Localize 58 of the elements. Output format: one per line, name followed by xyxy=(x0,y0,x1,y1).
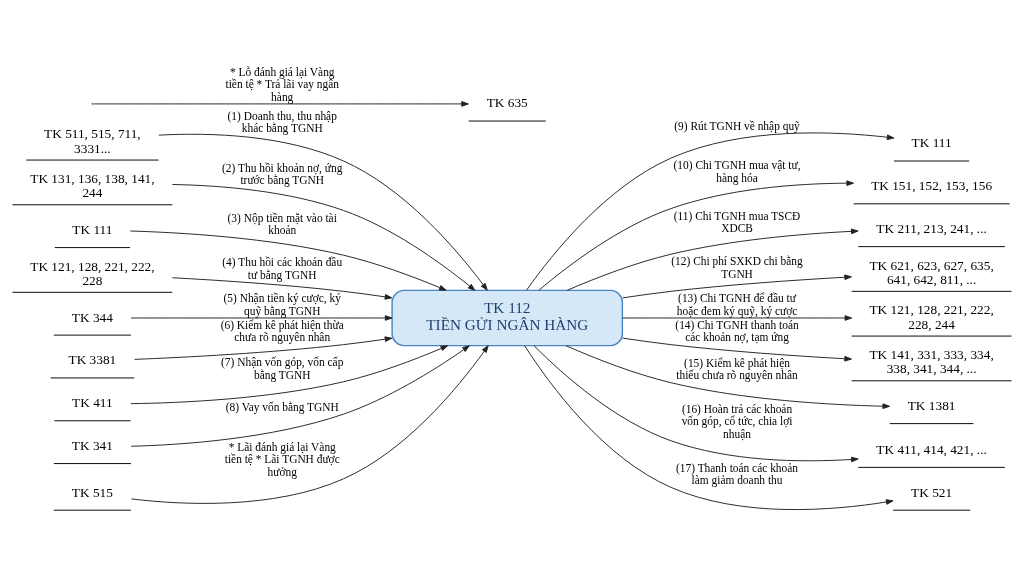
edge-label: (2) Thu hồi khoản nợ, ứng trước bằng TGNH xyxy=(222,161,343,186)
node-text: TK 521 xyxy=(911,484,953,500)
edge-label: (12) Chi phí SXKD chi bằng TGNH xyxy=(671,254,803,280)
arrow xyxy=(622,314,853,321)
edge-label: (16) Hoàn trả các khoản vốn góp, cổ tức, chia lợi nhuận xyxy=(681,402,793,439)
arrow xyxy=(171,276,393,300)
node-text: TK 141, 331, 333, 334, 338, 341, 344, ... xyxy=(869,346,994,376)
node-text: TK 111 xyxy=(911,134,952,150)
node-text: TK 151, 152, 153, 156 xyxy=(871,177,993,193)
arrow xyxy=(171,183,476,291)
node-text: TK 341 xyxy=(71,437,113,453)
node-text: TK 635 xyxy=(486,94,528,110)
node-text: TK 1381 xyxy=(907,397,956,413)
arrow xyxy=(622,273,852,298)
edge-label: * Lãi đánh giá lại Vàng tiền tệ * Lãi TGNH được hưởng xyxy=(224,440,340,478)
node-text: TK 131, 136, 138, 141, 244 xyxy=(30,170,155,200)
node-text: TK 515 xyxy=(71,484,113,500)
edge-label: (5) Nhận tiền ký cược, ký quỹ bằng TGNH xyxy=(223,291,341,317)
edge-label: (11) Chi TGNH mua TSCĐ XDCB xyxy=(673,209,801,234)
edge-label: * Lỗ đánh giá lại Vàng tiền tệ * Trả lãi vay ngân hàng xyxy=(225,65,339,103)
arrow xyxy=(130,314,393,321)
edge-label: (17) Thanh toán các khoản làm giảm doanh thu xyxy=(676,461,799,486)
node-text: TK 511, 515, 711, 3331... xyxy=(44,125,141,156)
edge-label: (10) Chi TGNH mua vật tư, hàng hóa xyxy=(673,158,801,184)
arrow xyxy=(158,133,488,291)
edge-label: (8) Vay vốn bằng TGNH xyxy=(225,400,339,413)
edge-label: (3) Nộp tiền mặt vào tài khoản xyxy=(227,211,337,236)
arrow xyxy=(129,230,447,291)
node-text: TK 121, 128, 221, 222, 228 xyxy=(30,258,155,288)
node-text: TK 211, 213, 241, ... xyxy=(876,220,987,236)
node-text: TK 111 xyxy=(72,221,113,237)
node-text: TK 621, 623, 627, 635, 641, 642, 811, ... xyxy=(869,257,994,287)
edge-label: (14) Chi TGNH thanh toán các khoản nợ, tạm ứng xyxy=(675,318,799,343)
edge-label: (15) Kiểm kê phát hiện thiếu chưa rõ nguyên nhân xyxy=(676,356,798,381)
arrow xyxy=(134,335,393,360)
edge-label: (9) Rút TGNH về nhập quỹ xyxy=(674,119,800,132)
arrow xyxy=(526,132,895,291)
arrow xyxy=(566,228,859,291)
arrow xyxy=(130,344,449,404)
arrow xyxy=(130,344,489,504)
node-text: TK 411 xyxy=(72,394,113,410)
node-text: TK 3381 xyxy=(68,351,117,367)
arrow xyxy=(565,344,891,409)
node-text: TK 121, 128, 221, 222, 228, 244 xyxy=(869,301,994,332)
arrow xyxy=(538,179,854,291)
node-text: TK 344 xyxy=(71,309,113,325)
edge-label: (4) Thu hồi các khoản đầu tư bằng TGNH xyxy=(222,255,343,281)
arrow xyxy=(533,344,859,462)
arrow xyxy=(622,337,852,362)
edge-label: (1) Doanh thu, thu nhập khác bằng TGNH xyxy=(227,109,337,134)
arrow xyxy=(130,344,470,447)
node-text: TK 411, 414, 421, ... xyxy=(876,441,987,457)
arrow xyxy=(524,344,894,510)
edge-label: (13) Chi TGNH để đầu tư hoặc đem ký quỹ, ký cược xyxy=(676,291,798,317)
arrow xyxy=(92,100,469,107)
edge-label: (6) Kiểm kê phát hiện thừa chưa rõ nguyên nhân xyxy=(220,318,344,343)
node-box: TK 112 TIỀN GỬI NGÂN HÀNG xyxy=(391,289,624,346)
edge-label: (7) Nhận vốn góp, vốn cấp bằng TGNH xyxy=(221,355,344,381)
